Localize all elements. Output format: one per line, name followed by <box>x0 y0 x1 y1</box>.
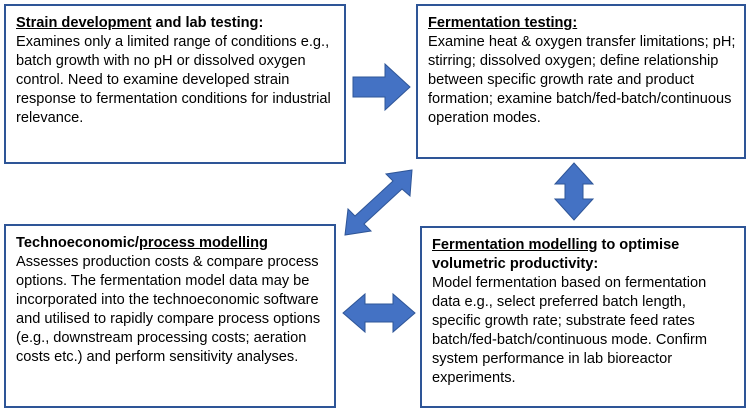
technoeconomic-box: Technoeconomic/process modelling Assesse… <box>4 224 336 408</box>
strain-development-heading-underlined: Strain development <box>16 15 152 31</box>
fermentation-testing-box: Fermentation testing: Examine heat & oxy… <box>416 4 746 159</box>
fermentation-modelling-heading-rest: to optimise volumetric productivity: <box>432 237 680 272</box>
strain-development-box: Strain development and lab testing: Exam… <box>4 4 346 164</box>
fermentation-modelling-heading-underlined: Fermentation modelling <box>432 237 598 253</box>
strain-development-body: Examines only a limited range of conditi… <box>16 34 331 126</box>
fermentation-testing-heading: Fermentation testing: <box>428 14 738 33</box>
strain-development-heading: Strain development and lab testing: <box>16 14 338 33</box>
technoeconomic-heading-underlined: process modelling <box>139 235 268 251</box>
arrow-vertical-bidirectional-icon <box>553 162 595 221</box>
arrow-right-icon <box>352 62 411 112</box>
arrow-horizontal-bidirectional-icon <box>342 292 416 334</box>
technoeconomic-body: Assesses production costs & compare proc… <box>16 254 321 365</box>
fermentation-testing-body: Examine heat & oxygen transfer limitatio… <box>428 34 736 126</box>
fermentation-modelling-body: Model fermentation based on fermentation… <box>432 275 708 386</box>
technoeconomic-heading: Technoeconomic/process modelling <box>16 234 328 253</box>
fermentation-modelling-heading: Fermentation modelling to optimise volum… <box>432 236 738 274</box>
arrow-diagonal-bidirectional-icon <box>344 169 413 236</box>
strain-development-heading-rest: and lab testing: <box>151 15 264 31</box>
technoeconomic-heading-plain: Technoeconomic/ <box>16 235 139 251</box>
fermentation-modelling-box: Fermentation modelling to optimise volum… <box>420 226 746 408</box>
fermentation-testing-heading-underlined: Fermentation testing: <box>428 15 578 31</box>
